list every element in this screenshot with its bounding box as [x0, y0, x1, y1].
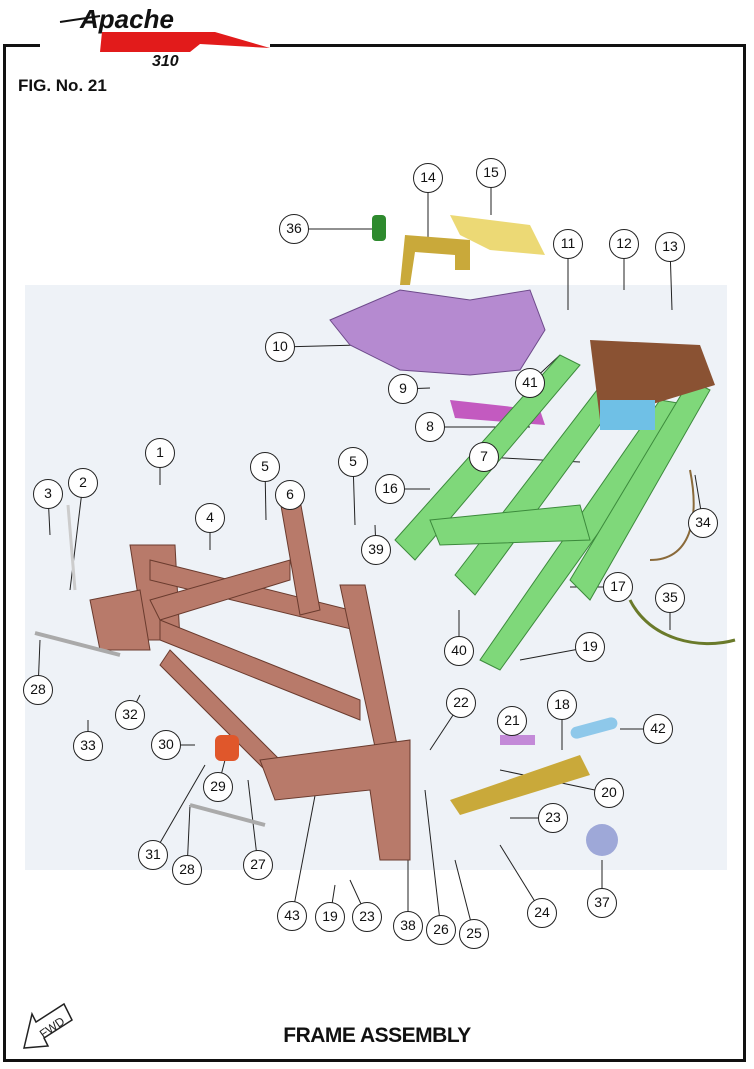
apache-rr-310-logo: Apache 310 — [40, 4, 270, 70]
part-callout-23: 23 — [352, 902, 382, 932]
rod-2 — [66, 504, 77, 591]
figure-number: FIG. No. 21 — [18, 76, 107, 95]
bolt-28 — [34, 631, 121, 657]
part-callout-5: 5 — [338, 447, 368, 477]
part-callout-38: 38 — [393, 911, 423, 941]
main-frame — [89, 499, 411, 861]
leader-line — [424, 789, 442, 931]
part-callout-17: 17 — [603, 572, 633, 602]
part-callout-26: 26 — [426, 915, 456, 945]
part-callout-6: 6 — [275, 480, 305, 510]
bolt-28b — [189, 803, 266, 827]
part-callout-9: 9 — [388, 374, 418, 404]
part-callout-24: 24 — [527, 898, 557, 928]
leader-line — [291, 779, 319, 917]
seat-tray — [329, 289, 546, 376]
leader-line — [152, 764, 206, 856]
spacer-29 — [215, 735, 239, 761]
forward-direction-arrow-icon: FWD — [23, 1002, 73, 1049]
subframe-blue-panel — [600, 400, 655, 430]
part-callout-8: 8 — [415, 412, 445, 442]
part-callout-15: 15 — [476, 158, 506, 188]
part-callout-2: 2 — [68, 468, 98, 498]
part-callout-14: 14 — [413, 163, 443, 193]
figure-title: FRAME ASSEMBLY — [283, 1024, 471, 1047]
wire-35 — [628, 599, 736, 646]
part-callout-29: 29 — [203, 772, 233, 802]
part-callout-28: 28 — [23, 675, 53, 705]
part-callout-18: 18 — [547, 690, 577, 720]
bracket-14 — [400, 235, 470, 285]
part-callout-32: 32 — [115, 700, 145, 730]
part-callout-7: 7 — [469, 442, 499, 472]
part-callout-34: 34 — [688, 508, 718, 538]
part-callout-16: 16 — [375, 474, 405, 504]
bracket-15 — [450, 215, 545, 255]
part-callout-36: 36 — [279, 214, 309, 244]
spring-21 — [500, 735, 535, 745]
part-callout-10: 10 — [265, 332, 295, 362]
part-callout-23: 23 — [538, 803, 568, 833]
svg-text:310: 310 — [152, 53, 179, 70]
part-callout-43: 43 — [277, 901, 307, 931]
part-callout-19: 19 — [575, 632, 605, 662]
part-callout-40: 40 — [444, 636, 474, 666]
figure-border — [3, 44, 746, 1062]
bolt-36 — [372, 215, 386, 241]
cap-37 — [586, 824, 618, 856]
tube-42 — [570, 717, 618, 739]
part-callout-19: 19 — [315, 902, 345, 932]
part-callout-25: 25 — [459, 919, 489, 949]
part-callout-13: 13 — [655, 232, 685, 262]
svg-text:Apache: Apache — [79, 4, 174, 34]
part-callout-28: 28 — [172, 855, 202, 885]
part-callout-5: 5 — [250, 452, 280, 482]
part-callout-3: 3 — [33, 479, 63, 509]
part-callout-22: 22 — [446, 688, 476, 718]
part-callout-39: 39 — [361, 535, 391, 565]
part-callout-42: 42 — [643, 714, 673, 744]
part-callout-27: 27 — [243, 850, 273, 880]
part-callout-33: 33 — [73, 731, 103, 761]
part-callout-21: 21 — [497, 706, 527, 736]
swing-arm-stand-18 — [450, 755, 590, 815]
part-callout-11: 11 — [553, 229, 583, 259]
wire-34 — [649, 469, 695, 561]
part-callout-30: 30 — [151, 730, 181, 760]
part-callout-31: 31 — [138, 840, 168, 870]
part-callout-4: 4 — [195, 503, 225, 533]
part-callout-35: 35 — [655, 583, 685, 613]
part-callout-41: 41 — [515, 368, 545, 398]
part-callout-20: 20 — [594, 778, 624, 808]
part-callout-37: 37 — [587, 888, 617, 918]
part-callout-12: 12 — [609, 229, 639, 259]
part-callout-1: 1 — [145, 438, 175, 468]
